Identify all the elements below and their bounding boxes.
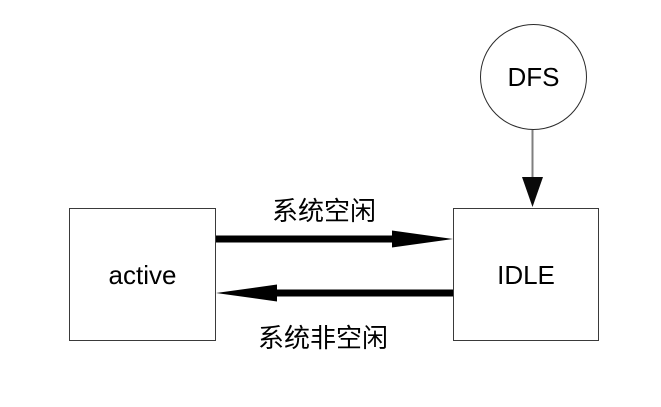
edge-label-system-busy: 系统非空闲 (257, 323, 389, 353)
node-dfs-label: DFS (507, 62, 560, 92)
edge-label-system-idle: 系统空闲 (271, 196, 377, 226)
dfs-to-idle-arrowhead-icon (522, 177, 543, 207)
node-active: active (69, 208, 216, 341)
active-to-idle-arrow-shaft (216, 235, 395, 243)
node-idle: IDLE (453, 208, 599, 341)
idle-to-active-arrowhead-icon (216, 284, 277, 302)
idle-to-active-arrow-shaft (276, 289, 453, 297)
node-active-label: active (108, 259, 177, 290)
node-idle-label: IDLE (497, 259, 555, 290)
node-dfs: DFS (480, 24, 587, 130)
active-to-idle-arrowhead-icon (392, 230, 453, 248)
